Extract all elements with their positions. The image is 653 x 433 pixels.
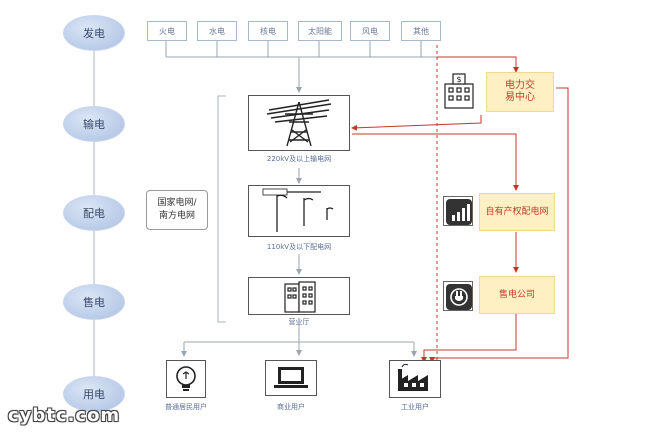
source-solar: 太阳能 [298,21,342,41]
commercial-user-caption: 商业用户 [277,403,305,411]
sales-company: 售电公司 [479,276,555,314]
transmission-tower-icon [266,99,332,147]
residential-user-caption: 普通居民用户 [165,403,207,411]
transmission-network-box [248,95,350,151]
distribution-network-box [248,185,350,237]
flow-transmission-to-private-grid [352,133,519,191]
source-nuclear: 核电 [248,21,288,41]
business-hall-caption: 营业厅 [288,318,310,326]
state-grid-label: 国家电网/ 南方电网 [146,190,208,230]
stage-generation: 发电 [63,15,125,51]
lightbulb-icon [176,366,196,391]
flow-other-to-exchange [437,56,519,73]
exchange-building-icon: $ [443,72,475,110]
flow-exchange-to-industrial [429,87,569,363]
laptop-icon [274,367,308,388]
distribution-caption: 110kV及以下配电网 [266,243,332,251]
svg-text:$: $ [456,75,461,84]
source-bus [165,41,437,93]
transmission-caption: 220kV及以上输电网 [266,155,332,163]
state-grid-label-line-2: 南方电网 [158,211,195,221]
source-hydro: 水电 [197,21,237,41]
power-plug-icon [443,281,473,311]
distribution-poles-icon [262,188,334,232]
industrial-user-caption: 工业用户 [401,403,429,411]
source-other: 其他 [401,21,441,41]
exchange-line-2: 易中心 [505,92,535,103]
stage-consumption: 用电 [63,376,125,412]
flow-sales-to-industrial [421,312,517,363]
grid-bracket [217,95,226,323]
office-building-icon [284,281,316,313]
growth-chart-icon [443,196,473,226]
exchange-line-1: 电力交 [505,80,535,91]
watermark-logo: cybtc.com [8,405,121,426]
industrial-user-box [389,360,441,398]
business-hall-box [248,277,350,315]
residential-user-box [166,360,206,398]
flow-exchange-to-transmission [351,115,482,131]
stage-retail: 售电 [63,284,125,320]
factory-icon [398,363,428,391]
source-thermal: 火电 [147,21,187,41]
state-grid-label-line-1: 国家电网/ [157,198,197,208]
source-wind: 风电 [350,21,390,41]
private-distribution-grid: 自有产权配电网 [479,193,555,231]
stage-distribution: 配电 [63,195,125,231]
power-exchange-center: 电力交 易中心 [486,72,554,112]
commercial-user-box [265,360,317,396]
stage-transmission: 输电 [63,106,125,142]
